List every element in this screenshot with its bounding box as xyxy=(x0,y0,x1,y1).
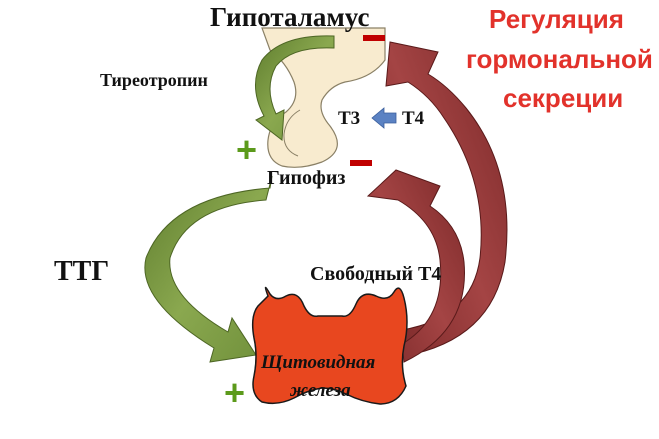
minus-sign-pituitary xyxy=(350,160,372,166)
regulation-title-line3: секреции xyxy=(503,83,623,113)
feedback-arrow-to-pituitary xyxy=(366,169,465,363)
free-t4-label: Свободный Т4 xyxy=(310,263,441,285)
thyrotropin-stimulation-arrow xyxy=(255,35,335,141)
thyroid-gland-label-line1: Щитовидная xyxy=(260,352,376,373)
t4-to-t3-conversion-arrow xyxy=(371,107,397,129)
regulation-title-line2: гормональной xyxy=(466,44,653,74)
thyroid-gland xyxy=(251,286,408,405)
t3-label: Т3 xyxy=(338,108,360,129)
ttg-label: ТТГ xyxy=(54,256,109,287)
hypothalamus-label: Гипоталамус xyxy=(210,2,369,32)
thyrotropin-label: Тиреотропин xyxy=(100,70,208,90)
pituitary-lobe-outline xyxy=(283,109,301,157)
plus-sign-thyrotropin: + xyxy=(236,129,257,170)
pituitary-label: Гипофиз xyxy=(267,167,345,189)
hypothalamus-pituitary-shape xyxy=(261,27,386,168)
t4-label: Т4 xyxy=(402,108,425,129)
plus-sign-ttg: + xyxy=(224,372,245,413)
minus-sign-hypothalamus xyxy=(363,35,385,41)
ttg-stimulation-arrow xyxy=(144,175,273,363)
thyroid-gland-label-line2: железа xyxy=(289,380,351,401)
regulation-title-line1: Регуляция xyxy=(489,4,624,34)
feedback-arrow-to-hypothalamus xyxy=(385,41,508,357)
